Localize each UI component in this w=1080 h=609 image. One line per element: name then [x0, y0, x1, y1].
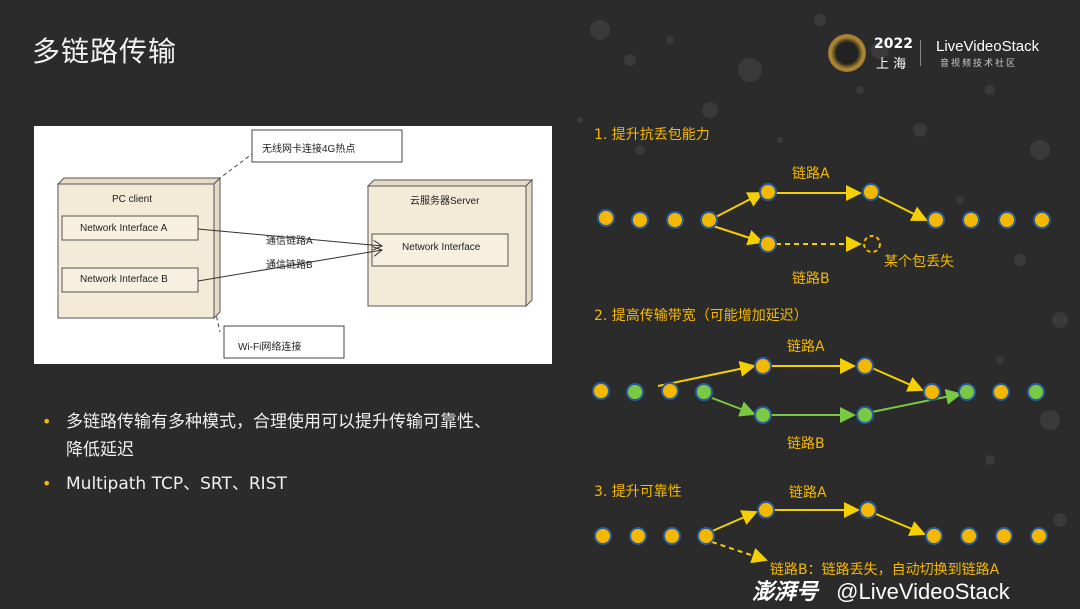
bullet-item: 多链路传输有多种模式，合理使用可以提升传输可靠性、 降低延迟	[42, 408, 522, 464]
watermark-handle: @LiveVideoStack	[836, 579, 1010, 604]
bullet-item: Multipath TCP、SRT、RIST	[42, 470, 522, 498]
bullet-text-cont: 降低延迟	[66, 440, 134, 460]
section-3-heading: 3. 提升可靠性	[594, 484, 682, 500]
bullet-list: 多链路传输有多种模式，合理使用可以提升传输可靠性、 降低延迟 Multipath…	[42, 408, 522, 498]
section-1-link-b: 链路B	[792, 271, 830, 287]
interface-b-label: Network Interface B	[80, 274, 168, 285]
server-label: 云服务器Server	[410, 196, 480, 207]
diagram-shapes	[56, 129, 534, 359]
watermark: 澎湃号 @LiveVideoStack	[752, 574, 1010, 606]
section-1-graph	[597, 183, 1051, 253]
bullet-text: 多链路传输有多种模式，合理使用可以提升传输可靠性、	[66, 412, 491, 432]
page-title: 多链路传输	[32, 35, 178, 68]
pc-client-label: PC client	[112, 194, 153, 205]
section-1-heading: 1. 提升抗丢包能力	[594, 127, 710, 143]
section-3-graph	[594, 501, 1048, 564]
logo-city: 上 海	[876, 57, 907, 72]
watermark-logo: 澎湃号	[752, 579, 819, 604]
section-2-graph	[592, 357, 1045, 424]
logo-brand: LiveVideoStack	[936, 38, 1040, 55]
link-b-label: 通信链路B	[266, 260, 313, 271]
section-3-link-a: 链路A	[789, 485, 827, 501]
section-2-link-a: 链路A	[787, 339, 825, 355]
architecture-diagram: 无线网卡连接4G热点 PC client Network Interface A…	[34, 126, 552, 364]
note-wifi: Wi-Fi网络连接	[238, 342, 302, 353]
bullet-text: Multipath TCP、SRT、RIST	[66, 474, 287, 494]
server-interface-label: Network Interface	[402, 242, 481, 253]
section-1-note: 某个包丢失	[884, 254, 954, 270]
background-dot-pattern	[577, 14, 1068, 527]
multipath-illustrations	[592, 183, 1051, 564]
section-2-link-b: 链路B	[787, 436, 825, 452]
event-badge-icon	[828, 34, 866, 72]
logo-subtitle: 音视频技术社区	[940, 59, 1018, 69]
section-3-note: 链路B：链路丢失，自动切换到链路A	[770, 562, 1000, 578]
logo-year: 2022	[874, 36, 913, 52]
section-1-link-a: 链路A	[792, 166, 830, 182]
interface-a-label: Network Interface A	[80, 223, 168, 234]
livevideostack-logo: 2022 上 海 LiveVideoStack 音视频技术社区	[828, 34, 1073, 74]
note-4g-hotspot: 无线网卡连接4G热点	[262, 144, 356, 155]
link-a-label: 通信链路A	[266, 236, 313, 247]
section-2-heading: 2. 提高传输带宽（可能增加延迟）	[594, 308, 808, 324]
logo-divider	[920, 40, 921, 66]
